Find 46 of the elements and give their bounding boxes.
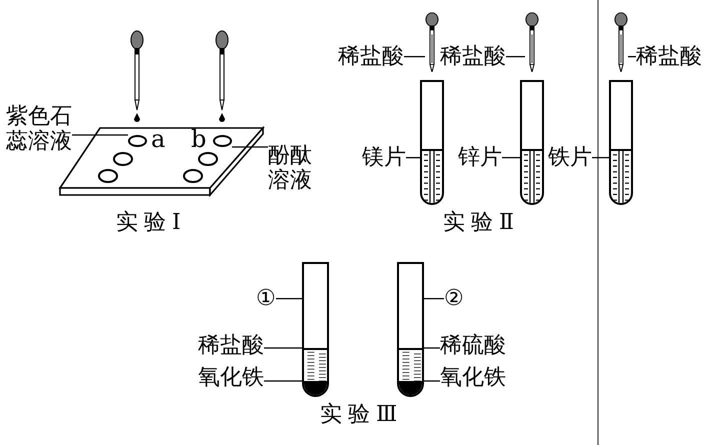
callout-text: 稀盐酸 — [636, 44, 702, 70]
callout-text: ① — [256, 286, 276, 312]
leader-line — [264, 380, 304, 382]
test-tube — [420, 80, 444, 205]
callout-text: 紫色石蕊溶液 — [6, 104, 72, 155]
metal-strip-in-acid — [522, 149, 542, 203]
leader-line — [628, 56, 636, 58]
test-tube — [397, 262, 424, 397]
callout-text: 锌片 — [458, 145, 502, 170]
leader-line — [276, 298, 302, 300]
leader-line — [422, 380, 440, 382]
dropper-drawing — [525, 12, 539, 72]
iron-oxide-solid — [399, 381, 422, 395]
metal-strip-in-acid — [422, 149, 442, 203]
metal-strip-in-acid — [611, 149, 631, 203]
callout-text: 氧化铁 — [198, 365, 264, 390]
test-tube — [609, 80, 633, 205]
figure-caption: 实验Ⅰ — [116, 212, 187, 234]
callout-text: 稀盐酸 — [338, 44, 404, 70]
leader-line — [264, 347, 304, 349]
well-letter: a — [151, 127, 166, 151]
iron-oxide-solid — [304, 381, 327, 395]
callout-text: 酚酞溶液 — [268, 143, 312, 194]
callout-text: 铁片 — [548, 145, 592, 170]
leader-line — [506, 56, 525, 58]
callout-text: 稀硫酸 — [440, 333, 506, 358]
callout-text: 镁片 — [362, 145, 406, 170]
leader-line — [406, 157, 422, 158]
callout-text: ② — [444, 286, 464, 312]
leader-line — [424, 298, 444, 300]
leader-line — [72, 134, 128, 136]
leader-line — [502, 157, 522, 158]
dropper-drawing — [425, 12, 439, 72]
test-tube — [520, 80, 544, 205]
leader-line — [404, 56, 425, 58]
leader-line — [232, 146, 268, 148]
callout-text: 稀盐酸 — [198, 333, 264, 358]
figure-caption: 实验Ⅲ — [320, 404, 404, 426]
callout-text: 氧化铁 — [440, 365, 506, 390]
callout-text: 稀盐酸 — [440, 44, 506, 70]
leader-line — [592, 157, 611, 158]
figure-caption: 实验Ⅱ — [443, 212, 520, 234]
test-tube — [302, 262, 329, 397]
well-letter: b — [191, 127, 206, 151]
dropper-drawing — [614, 12, 628, 72]
leader-line — [422, 347, 440, 349]
